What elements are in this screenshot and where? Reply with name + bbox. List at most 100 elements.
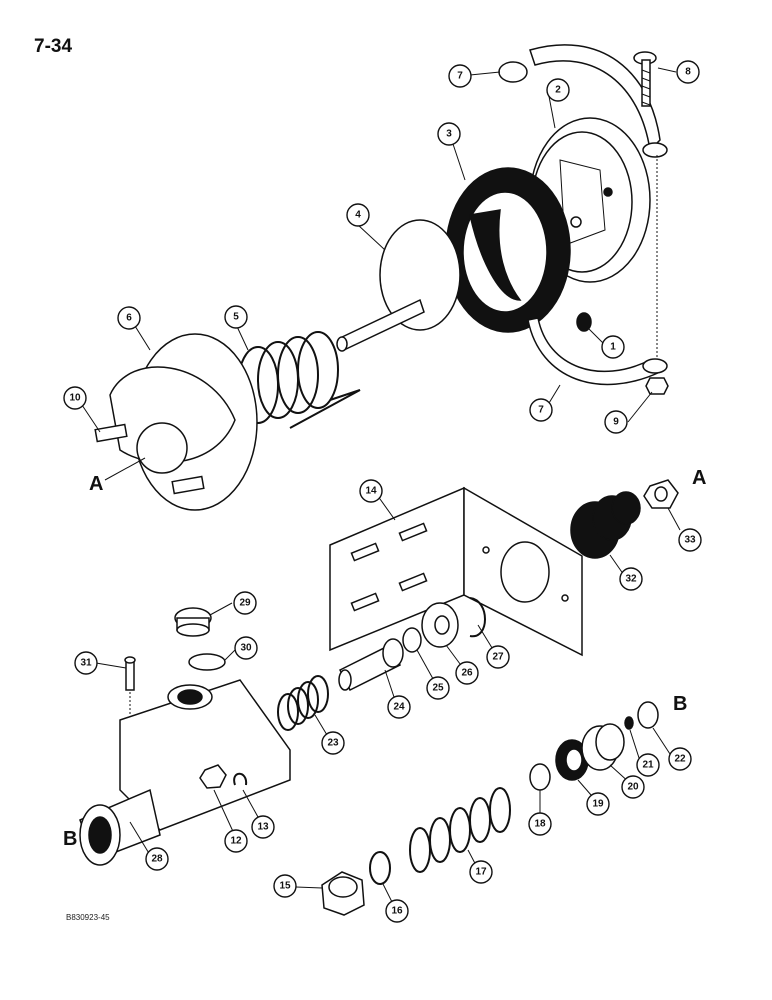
callout-32: 32 — [619, 567, 643, 591]
callout-7-lower: 7 — [529, 398, 553, 422]
svg-text:22: 22 — [674, 754, 686, 765]
svg-text:7: 7 — [538, 405, 544, 416]
callout-21: 21 — [636, 753, 660, 777]
callout-5: 5 — [224, 305, 248, 329]
jam-nut-33 — [643, 479, 679, 509]
figure-code: B830923-45 — [66, 913, 110, 922]
svg-text:21: 21 — [642, 760, 654, 771]
nut-12 — [199, 764, 227, 789]
gasket-16 — [369, 851, 391, 885]
svg-text:2: 2 — [555, 85, 561, 96]
rubber-boot — [570, 491, 641, 559]
callout-14: 14 — [359, 479, 383, 503]
svg-text:8: 8 — [685, 67, 691, 78]
callout-30: 30 — [234, 636, 258, 660]
callout-23: 23 — [321, 731, 345, 755]
ref-letter-a-left: A — [89, 473, 103, 495]
callout-24: 24 — [387, 695, 411, 719]
ref-letter-b-right: B — [673, 693, 687, 715]
check-valve-18 — [529, 763, 551, 791]
callout-22: 22 — [668, 747, 692, 771]
callout-31: 31 — [74, 651, 98, 675]
svg-text:24: 24 — [393, 702, 405, 713]
callout-6: 6 — [117, 306, 141, 330]
svg-text:26: 26 — [461, 668, 473, 679]
fitting-part — [576, 312, 592, 332]
callout-13: 13 — [251, 815, 275, 839]
filler-cap — [174, 607, 212, 637]
piston-24 — [338, 638, 404, 692]
svg-text:3: 3 — [446, 129, 452, 140]
diaphragm — [445, 167, 571, 333]
seal-25 — [402, 627, 422, 653]
page-number: 7-34 — [34, 36, 73, 57]
push-plate-rod — [336, 219, 461, 352]
callout-8: 8 — [676, 60, 700, 84]
svg-text:33: 33 — [684, 535, 696, 546]
svg-text:29: 29 — [239, 598, 251, 609]
callout-29: 29 — [233, 591, 257, 615]
svg-text:32: 32 — [625, 574, 637, 585]
seal-21 — [624, 716, 634, 730]
end-plug-15 — [321, 871, 365, 916]
svg-text:7: 7 — [457, 71, 463, 82]
svg-text:25: 25 — [432, 683, 444, 694]
svg-text:23: 23 — [327, 738, 339, 749]
ref-letter-a-top: A — [692, 467, 706, 489]
snap-ring-27 — [469, 597, 486, 638]
clamp-band-lower — [527, 317, 668, 386]
svg-text:27: 27 — [492, 652, 504, 663]
callout-4: 4 — [346, 203, 370, 227]
svg-text:18: 18 — [534, 819, 546, 830]
piston-20 — [581, 723, 625, 771]
svg-text:9: 9 — [613, 417, 619, 428]
callout-10: 10 — [63, 386, 87, 410]
clip-13 — [233, 772, 248, 786]
svg-text:12: 12 — [230, 836, 242, 847]
washer-26 — [421, 602, 459, 648]
piston-spring-23 — [277, 675, 329, 731]
cap-gasket — [188, 653, 226, 671]
callout-19: 19 — [586, 792, 610, 816]
callout-20: 20 — [621, 775, 645, 799]
callout-33: 33 — [678, 528, 702, 552]
master-cylinder-body — [79, 679, 291, 866]
callout-27: 27 — [486, 645, 510, 669]
plug-22 — [637, 701, 659, 729]
callout-2: 2 — [546, 78, 570, 102]
callout-16: 16 — [385, 899, 409, 923]
svg-text:31: 31 — [80, 658, 92, 669]
callout-12: 12 — [224, 829, 248, 853]
svg-text:30: 30 — [240, 643, 252, 654]
svg-text:20: 20 — [627, 782, 639, 793]
callout-26: 26 — [455, 661, 479, 685]
bleeder-screw — [124, 656, 136, 691]
mounting-bracket — [329, 486, 583, 657]
ref-letter-b-left: B — [63, 828, 77, 850]
callout-28: 28 — [145, 847, 169, 871]
front-shell — [94, 333, 258, 511]
svg-text:28: 28 — [151, 854, 163, 865]
callout-1: 1 — [601, 335, 625, 359]
callout-9: 9 — [604, 410, 628, 434]
svg-text:6: 6 — [126, 313, 132, 324]
svg-text:10: 10 — [69, 393, 81, 404]
callout-17: 17 — [469, 860, 493, 884]
bolt-part — [633, 51, 657, 107]
svg-text:5: 5 — [233, 312, 239, 323]
svg-text:17: 17 — [475, 867, 487, 878]
nut-part — [645, 377, 669, 395]
svg-text:19: 19 — [592, 799, 604, 810]
svg-text:13: 13 — [257, 822, 269, 833]
piston-spring-17 — [409, 787, 511, 873]
cup-19 — [555, 739, 589, 781]
callout-7-upper: 7 — [448, 64, 472, 88]
callout-18: 18 — [528, 812, 552, 836]
svg-text:1: 1 — [610, 342, 616, 353]
svg-text:16: 16 — [391, 906, 403, 917]
svg-text:14: 14 — [365, 486, 377, 497]
callout-25: 25 — [426, 676, 450, 700]
callout-15: 15 — [273, 874, 297, 898]
